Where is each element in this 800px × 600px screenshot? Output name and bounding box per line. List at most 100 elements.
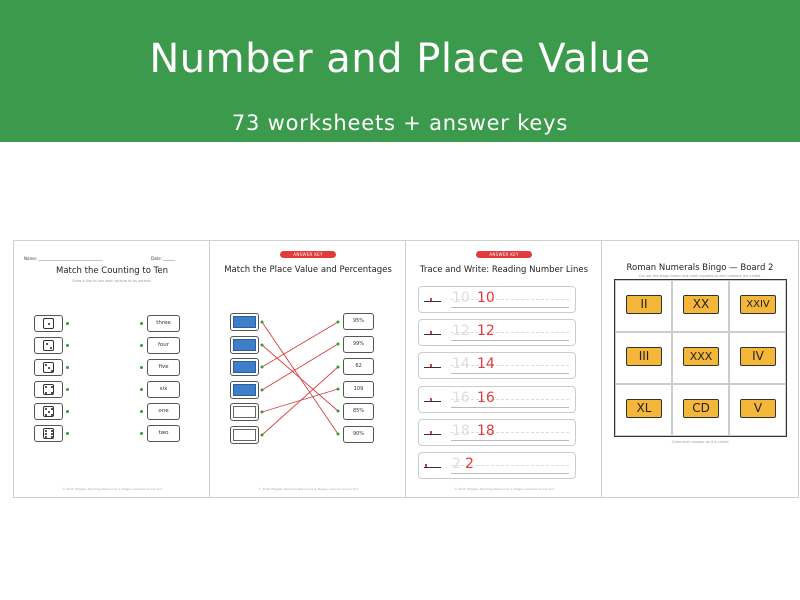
match-lines	[260, 320, 340, 437]
number-line-marker	[430, 298, 432, 301]
bingo-cell[interactable]: II	[615, 280, 672, 332]
bingo-cell[interactable]: V	[729, 384, 786, 436]
header-banner: Number and Place Value 73 worksheets + a…	[0, 0, 800, 142]
bingo-cell[interactable]: XXIV	[729, 280, 786, 332]
trace-number: 10	[452, 290, 470, 306]
trace-row: 18 18	[418, 419, 576, 446]
roman-numeral: IV	[740, 347, 776, 366]
worksheet-instruction: Draw a line to join each picture to its …	[72, 279, 152, 283]
dice-card	[34, 315, 63, 332]
worksheet-preview-number-lines[interactable]: ANSWER KEY Trace and Write: Reading Numb…	[405, 240, 603, 498]
hundred-block-icon	[233, 361, 256, 373]
base-ten-card	[230, 381, 259, 399]
match-dot	[66, 432, 69, 435]
hundred-block-icon	[233, 339, 256, 351]
base-ten-card	[230, 403, 259, 421]
bingo-note: Cross each answer as it is called	[671, 440, 729, 444]
roman-numeral: II	[626, 295, 662, 314]
dice-card	[34, 403, 63, 420]
dice-card	[34, 337, 63, 354]
worksheet-footer: © 2016 Wiggles Teaching Resources & Stag…	[62, 487, 162, 491]
match-dot	[140, 410, 143, 413]
trace-row: 10 10	[418, 286, 576, 313]
trace-row: 16 16	[418, 386, 576, 413]
percentage-card: 90%	[343, 426, 374, 443]
number-line-marker	[430, 331, 432, 334]
written-number: 18	[477, 423, 495, 439]
match-dot	[66, 366, 69, 369]
dice-six-icon	[43, 428, 54, 439]
hundred-block-icon	[233, 384, 256, 396]
hundred-block-icon	[233, 316, 256, 328]
trace-row: 14 14	[418, 352, 576, 379]
written-number: 2	[465, 456, 474, 472]
worksheet-preview-counting[interactable]: Name: ________________________________ D…	[13, 240, 211, 498]
trace-row: 12 12	[418, 319, 576, 346]
word-card: three	[147, 315, 180, 332]
number-line-marker	[430, 398, 432, 401]
word-card: five	[147, 359, 180, 376]
word-card: six	[147, 381, 180, 398]
trace-number: 18	[452, 423, 470, 439]
trace-number: 12	[452, 323, 470, 339]
match-dot	[140, 344, 143, 347]
trace-number: 16	[452, 390, 470, 406]
number-line-marker	[430, 431, 432, 434]
match-dot	[66, 322, 69, 325]
dice-five-icon	[43, 406, 54, 417]
worksheet-instruction: Cut out the bingo board and mark squares…	[638, 274, 762, 278]
banner-subtitle: 73 worksheets + answer keys	[231, 111, 569, 135]
ten-rods-icon	[233, 406, 256, 418]
dice-three-icon	[43, 362, 54, 373]
base-ten-card	[230, 336, 259, 354]
dice-one-icon	[43, 318, 54, 329]
written-number: 14	[477, 356, 495, 372]
bingo-board: II XX XXIV III XXX IV XL CD V	[614, 279, 787, 437]
roman-numeral: III	[626, 347, 662, 366]
base-ten-card	[230, 426, 259, 444]
roman-numeral: XXIV	[740, 295, 776, 314]
ten-rods-icon	[233, 429, 256, 441]
worksheet-preview-place-value[interactable]: ANSWER KEY Match the Place Value and Per…	[209, 240, 407, 498]
percentage-card: 109	[343, 381, 374, 398]
bingo-cell[interactable]: IV	[729, 332, 786, 384]
base-ten-card	[230, 358, 259, 376]
date-field: Date: ______	[151, 256, 176, 261]
bingo-cell[interactable]: XL	[615, 384, 672, 436]
match-dot	[140, 388, 143, 391]
bingo-cell[interactable]: III	[615, 332, 672, 384]
dice-two-icon	[43, 340, 54, 351]
number-line-marker	[425, 464, 427, 467]
worksheet-preview-roman-bingo[interactable]: Roman Numerals Bingo — Board 2 Cut out t…	[601, 240, 799, 498]
bingo-cell[interactable]: XXX	[672, 332, 729, 384]
written-number: 10	[477, 290, 495, 306]
roman-numeral: XX	[683, 295, 719, 314]
answer-key-badge: ANSWER KEY	[476, 251, 532, 258]
word-card: four	[147, 337, 180, 354]
worksheet-title: Trace and Write: Reading Number Lines	[419, 265, 589, 275]
roman-numeral: XXX	[683, 347, 719, 366]
written-number: 12	[477, 323, 495, 339]
answer-key-badge: ANSWER KEY	[280, 251, 336, 258]
percentage-card: 95%	[343, 313, 374, 330]
number-line-marker	[430, 364, 432, 367]
roman-numeral: XL	[626, 399, 662, 418]
bingo-cell[interactable]: XX	[672, 280, 729, 332]
match-dot	[66, 388, 69, 391]
percentage-card: 85%	[343, 403, 374, 420]
worksheet-footer: © 2016 Wiggles Teaching Resources & Stag…	[258, 487, 358, 491]
roman-numeral: V	[740, 399, 776, 418]
worksheet-title: Match the Place Value and Percentages	[224, 265, 392, 275]
trace-number: 2	[452, 456, 461, 472]
dice-card	[34, 381, 63, 398]
written-number: 16	[477, 390, 495, 406]
percentage-card: 62	[343, 358, 374, 375]
bingo-cell[interactable]: CD	[672, 384, 729, 436]
percentage-card: 99%	[343, 336, 374, 353]
word-card: two	[147, 425, 180, 442]
dice-card	[34, 359, 63, 376]
trace-number: 14	[452, 356, 470, 372]
match-dot	[140, 432, 143, 435]
banner-title: Number and Place Value	[149, 36, 651, 82]
match-dot	[140, 366, 143, 369]
